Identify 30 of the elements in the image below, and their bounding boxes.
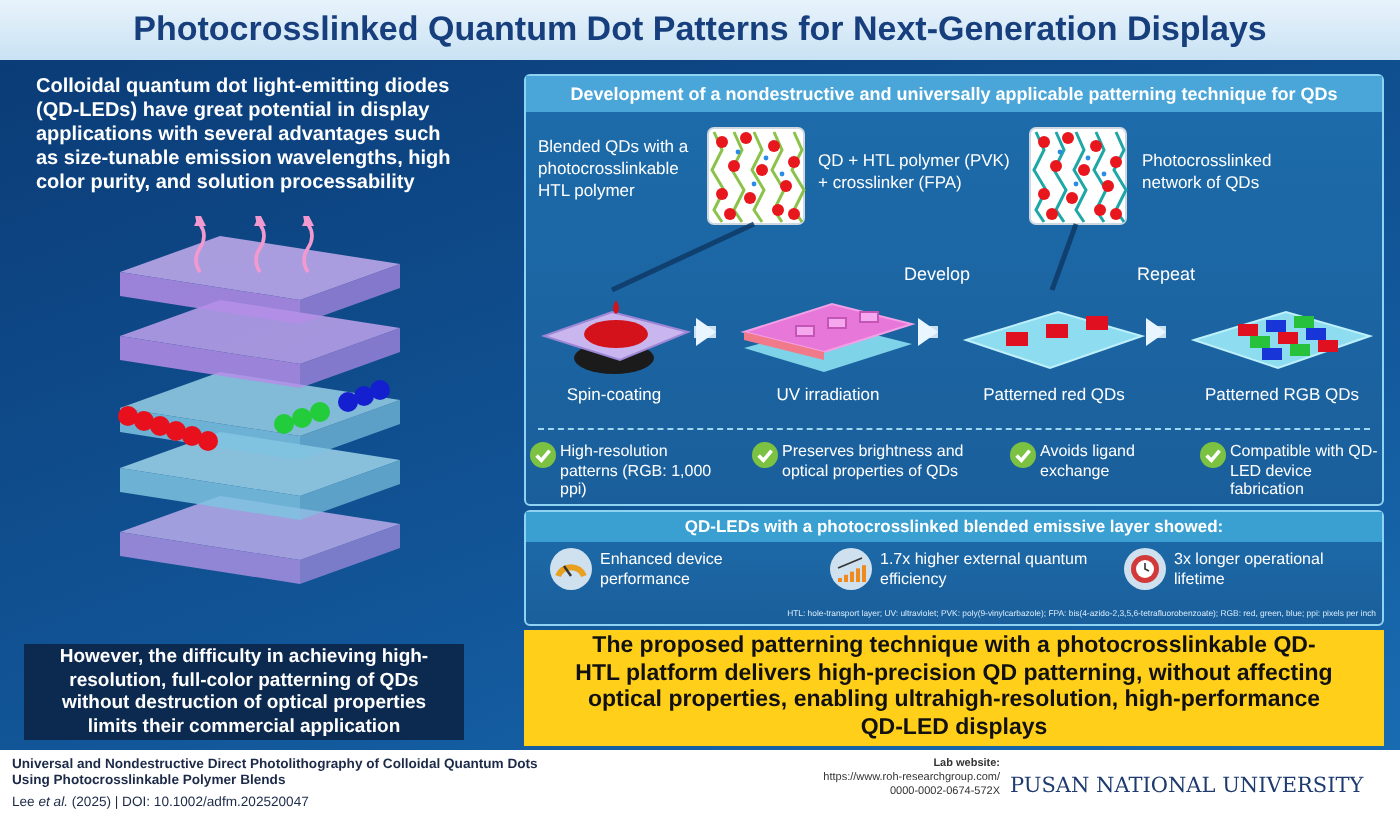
- edge-label: Develop: [901, 264, 973, 284]
- benefit-text: High-resolution patterns (RGB: 1,000 ppi): [560, 442, 714, 499]
- callout-text: QD + HTL polymer (PVK) + crosslinker (FPA): [818, 150, 1012, 194]
- benefit-text: Preserves brightness and optical properties of QDs: [782, 442, 966, 480]
- stage-caption: UV irradiation: [774, 384, 882, 404]
- process-arrow: [918, 318, 938, 346]
- edge-label: Repeat: [1134, 264, 1198, 284]
- results-panel: [524, 510, 1384, 626]
- callout-text: Blended QDs with a photocrosslinkable HTL polymer: [538, 136, 691, 202]
- callout-line: [1049, 223, 1079, 291]
- result-text: Enhanced device performance: [600, 550, 725, 590]
- stage-caption: Patterned red QDs: [981, 384, 1127, 404]
- stage-caption: Spin-coating: [564, 384, 664, 404]
- page-title: Photocrosslinked Quantum Dot Patterns for Next-Generation Displays: [0, 0, 1400, 60]
- callout-line: [610, 221, 756, 293]
- benefit-text: Avoids ligand exchange: [1040, 442, 1137, 480]
- stage-caption: Patterned RGB QDs: [1202, 384, 1361, 404]
- process-arrow: [694, 318, 716, 346]
- panel-heading: Development of a nondestructive and universally applicable patterning technique for QDs: [526, 76, 1382, 112]
- university-name: PUSAN NATIONAL UNIVERSITY: [1010, 772, 1366, 800]
- result-text: 1.7x higher external quantum efficiency: [880, 550, 1090, 590]
- process-arrow: [1146, 318, 1166, 346]
- process-panel: [524, 74, 1384, 506]
- intro-paragraph: Colloidal quantum dot light-emitting diodes (QD-LEDs) have great potential in display applications with several advantages such as size-tunable emission wavelengths, high color purity, and solution processability: [36, 76, 453, 196]
- callout-text: Photocrosslinked network of QDs: [1142, 150, 1274, 194]
- panel-heading: QD-LEDs with a photocrosslinked blended emissive layer showed:: [526, 512, 1382, 542]
- result-text: 3x longer operational lifetime: [1174, 550, 1326, 590]
- statement-box: However, the difficulty in achieving high-resolution, full-color patterning of QDs without destruction of optical properties limits their commercial application: [24, 644, 464, 740]
- benefit-text: Compatible with QD-LED device fabrication: [1230, 442, 1378, 499]
- conclusion-banner: The proposed patterning technique with a photocrosslinkable QD-HTL platform delivers high-precision QD patterning, without affecting optical properties, enabling ultrahigh-resolution, high-performance QD-LED displays: [524, 630, 1384, 746]
